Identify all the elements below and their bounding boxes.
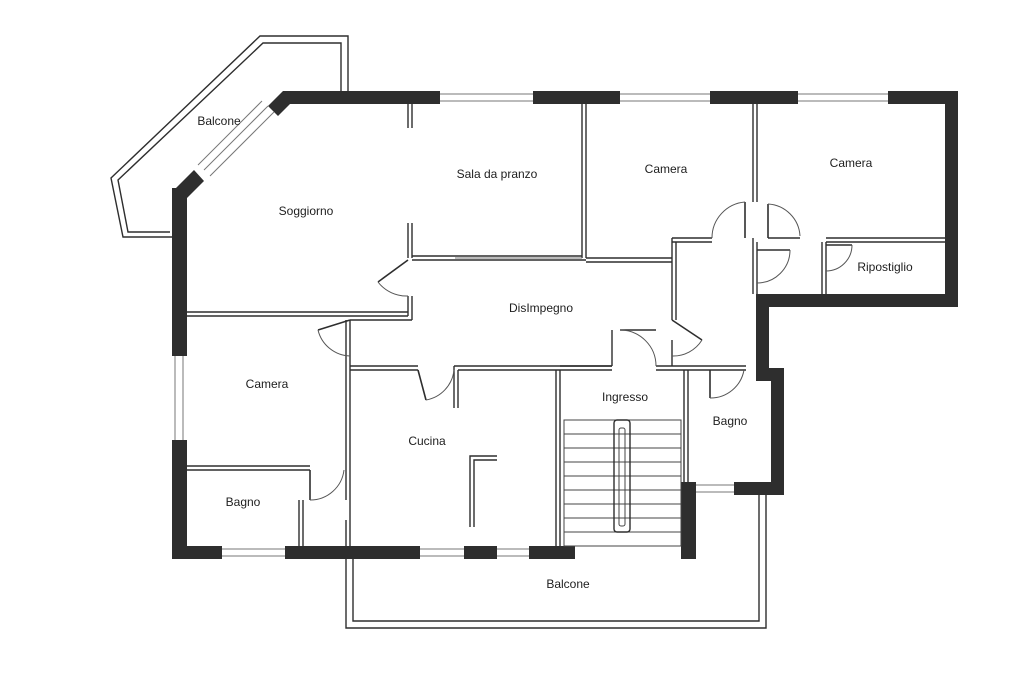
room-label-camera-top-right: Camera: [830, 156, 873, 170]
room-label-bagno-right: Bagno: [713, 414, 748, 428]
room-label-balcone-nw: Balcone: [197, 114, 241, 128]
room-label-balcone-south: Balcone: [546, 577, 590, 591]
room-label-camera-left: Camera: [246, 377, 289, 391]
room-label-soggiorno: Soggiorno: [279, 204, 334, 218]
windows: [174, 93, 888, 557]
interior-walls: [187, 104, 945, 546]
doors: [309, 201, 853, 501]
room-label-ripostiglio: Ripostiglio: [857, 260, 913, 274]
room-label-sala-da-pranzo: Sala da pranzo: [457, 167, 538, 181]
staircase: [563, 419, 682, 547]
balcony-south-outline: [345, 495, 767, 629]
room-label-camera-top-mid: Camera: [645, 162, 688, 176]
room-label-disimpegno: DisImpegno: [509, 301, 573, 315]
room-labels: Balcone Soggiorno Sala da pranzo Camera …: [197, 114, 913, 591]
room-label-cucina: Cucina: [408, 434, 446, 448]
exterior-walls: [172, 91, 958, 559]
room-label-ingresso: Ingresso: [602, 390, 648, 404]
room-label-bagno-left: Bagno: [226, 495, 261, 509]
balcony-nw-outline: [110, 35, 349, 238]
